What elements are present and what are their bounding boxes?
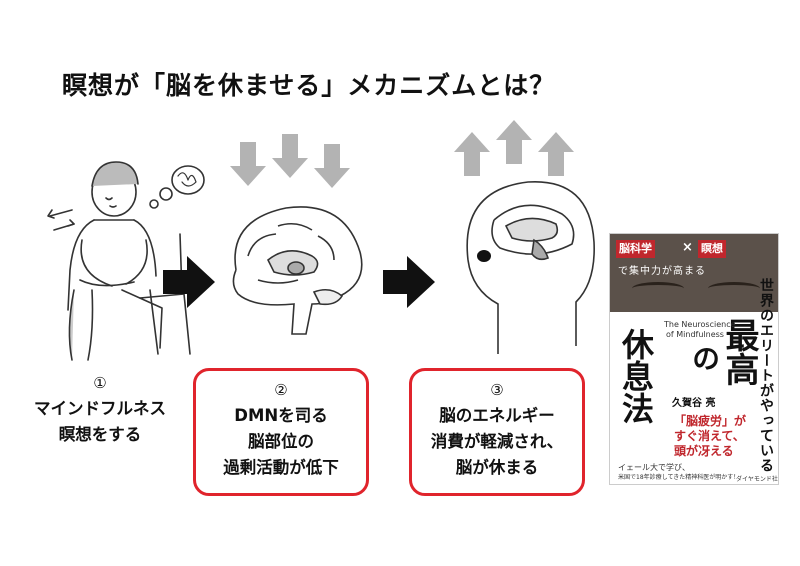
book-band-subtitle: で集中力が高まる: [618, 266, 706, 277]
book-catch-line: 「脳疲労」が: [674, 414, 747, 428]
step-number: ②: [274, 381, 288, 399]
caption-line: 過剰活動が低下: [223, 458, 339, 477]
book-cover: 脳科学 × 瞑想 で集中力が高まる 世界のエリートがやっている 最高 の 休息法…: [609, 233, 779, 485]
book-catch-line: すぐ消えて、: [674, 429, 745, 443]
step-3-caption-box: ③ 脳のエネルギー 消費が軽減され、 脳が休まる: [409, 368, 585, 496]
caption-line: マインドフルネス: [34, 399, 166, 418]
arrow-right-icon: [383, 256, 435, 308]
book-title-big: 休息法: [617, 328, 655, 424]
book-title-right: 世界のエリートがやっている: [758, 278, 774, 473]
book-title-big: 最高: [719, 318, 759, 386]
book-author: 久賀谷 亮: [672, 398, 716, 409]
arrow-right-icon: [163, 256, 215, 308]
eye-icon: [632, 282, 684, 295]
book-catch-line: 頭が冴える: [674, 444, 734, 458]
book-catch: 「脳疲労」が すぐ消えて、 頭が冴える: [674, 414, 746, 459]
caption-line: 脳部位の: [248, 432, 314, 451]
page-title: 瞑想が「脳を休ませる」メカニズムとは？: [62, 71, 556, 100]
arrows-down-icon: [230, 134, 350, 188]
book-note: イェール大で学び、: [618, 463, 690, 472]
book-publisher: ダイヤモンド社: [736, 476, 778, 483]
book-english-title: of Mindfulness: [666, 330, 724, 339]
step-1-caption: ① マインドフルネス 瞑想をする: [10, 372, 190, 448]
step-number: ①: [93, 374, 107, 392]
meditating-person-illustration: [47, 161, 205, 361]
book-tag: 脳科学: [616, 240, 655, 258]
head-brain-illustration: [466, 181, 595, 354]
arrows-up-icon: [454, 120, 574, 176]
book-title-big: の: [688, 344, 721, 372]
caption-line: 消費が軽減され、: [430, 432, 564, 451]
caption-line: 脳が休まる: [455, 458, 539, 477]
step-2-caption-box: ② DMNを司る 脳部位の 過剰活動が低下: [193, 368, 369, 496]
step-number: ③: [490, 381, 504, 399]
book-english-title: The Neuroscience: [664, 320, 736, 329]
caption-line: DMNを司る: [234, 406, 328, 425]
eye-icon: [708, 282, 760, 295]
caption-line: 瞑想をする: [58, 425, 142, 444]
book-tag: 瞑想: [698, 240, 726, 258]
caption-line: 脳のエネルギー: [439, 406, 555, 425]
book-tag-x: ×: [682, 240, 693, 255]
book-note: 米国で18年診療してきた精神科医が明かす！: [618, 474, 740, 481]
brain-illustration: [232, 206, 363, 335]
